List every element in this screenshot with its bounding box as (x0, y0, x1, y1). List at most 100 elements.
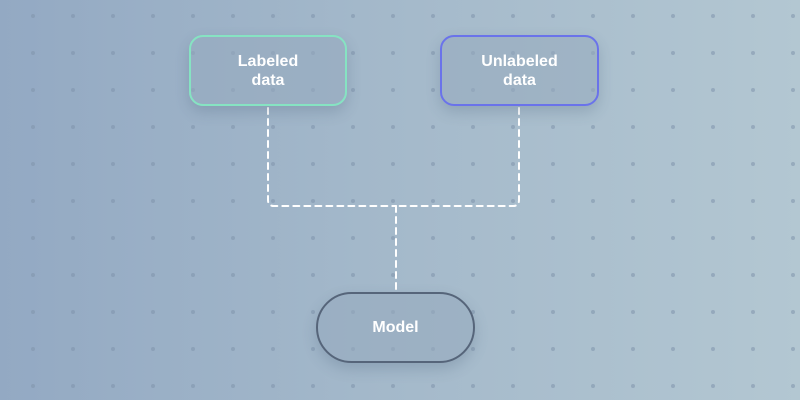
grid-dot (551, 384, 555, 388)
grid-dot (431, 125, 435, 129)
grid-dot (511, 310, 515, 314)
grid-dot (231, 199, 235, 203)
grid-dot (111, 88, 115, 92)
grid-dot (351, 88, 355, 92)
grid-dot (791, 14, 795, 18)
grid-dot (511, 347, 515, 351)
grid-dot (591, 310, 595, 314)
grid-dot (191, 347, 195, 351)
grid-dot (591, 125, 595, 129)
grid-dot (631, 199, 635, 203)
grid-dot (111, 273, 115, 277)
grid-dot (631, 51, 635, 55)
grid-dot (311, 384, 315, 388)
labeled-data-node: Labeled data (189, 35, 347, 106)
grid-dot (791, 310, 795, 314)
grid-dot (631, 88, 635, 92)
grid-dot (351, 125, 355, 129)
grid-dot (71, 310, 75, 314)
grid-dot (551, 125, 555, 129)
grid-dot (31, 14, 35, 18)
grid-dot (271, 162, 275, 166)
grid-dot (191, 199, 195, 203)
grid-dot (351, 51, 355, 55)
grid-dot (511, 236, 515, 240)
grid-dot (191, 236, 195, 240)
grid-dot (791, 162, 795, 166)
grid-dot (111, 162, 115, 166)
grid-dot (111, 347, 115, 351)
grid-dot (671, 384, 675, 388)
grid-dot (271, 384, 275, 388)
grid-dot (791, 125, 795, 129)
grid-dot (711, 125, 715, 129)
grid-dot (751, 125, 755, 129)
grid-dot (471, 384, 475, 388)
grid-dot (551, 14, 555, 18)
connector-labeled-to-junction (267, 107, 397, 207)
labeled-data-label: Labeled data (237, 52, 299, 89)
grid-dot (591, 236, 595, 240)
grid-dot (631, 347, 635, 351)
grid-dot (151, 88, 155, 92)
grid-dot (711, 199, 715, 203)
grid-dot (511, 384, 515, 388)
grid-dot (391, 236, 395, 240)
grid-dot (71, 347, 75, 351)
grid-dot (671, 125, 675, 129)
grid-dot (631, 125, 635, 129)
grid-dot (751, 236, 755, 240)
grid-dot (631, 384, 635, 388)
grid-dot (151, 310, 155, 314)
grid-dot (111, 51, 115, 55)
grid-dot (391, 162, 395, 166)
grid-dot (591, 162, 595, 166)
grid-dot (711, 347, 715, 351)
grid-dot (431, 236, 435, 240)
grid-dot (431, 162, 435, 166)
grid-dot (311, 347, 315, 351)
grid-dot (591, 14, 595, 18)
grid-dot (511, 125, 515, 129)
grid-dot (751, 310, 755, 314)
grid-dot (31, 162, 35, 166)
grid-dot (151, 347, 155, 351)
grid-dot (551, 236, 555, 240)
grid-dot (71, 51, 75, 55)
grid-dot (671, 162, 675, 166)
grid-dot (551, 273, 555, 277)
grid-dot (631, 236, 635, 240)
grid-dot (751, 51, 755, 55)
grid-dot (711, 236, 715, 240)
grid-dot (791, 51, 795, 55)
grid-dot (351, 384, 355, 388)
grid-dot (671, 236, 675, 240)
grid-dot (191, 125, 195, 129)
grid-dot (31, 384, 35, 388)
grid-dot (551, 310, 555, 314)
grid-dot (551, 199, 555, 203)
grid-dot (31, 310, 35, 314)
grid-dot (391, 273, 395, 277)
grid-dot (231, 125, 235, 129)
grid-dot (431, 51, 435, 55)
grid-dot (151, 125, 155, 129)
grid-dot (151, 51, 155, 55)
grid-dot (71, 88, 75, 92)
grid-dot (71, 384, 75, 388)
grid-dot (751, 14, 755, 18)
grid-dot (191, 310, 195, 314)
grid-dot (471, 199, 475, 203)
grid-dot (511, 162, 515, 166)
grid-dot (71, 236, 75, 240)
grid-dot (631, 310, 635, 314)
grid-dot (671, 273, 675, 277)
grid-dot (151, 236, 155, 240)
grid-dot (31, 273, 35, 277)
grid-dot (511, 199, 515, 203)
grid-dot (31, 125, 35, 129)
grid-dot (591, 347, 595, 351)
grid-dot (191, 384, 195, 388)
grid-dot (231, 384, 235, 388)
grid-dot (711, 162, 715, 166)
